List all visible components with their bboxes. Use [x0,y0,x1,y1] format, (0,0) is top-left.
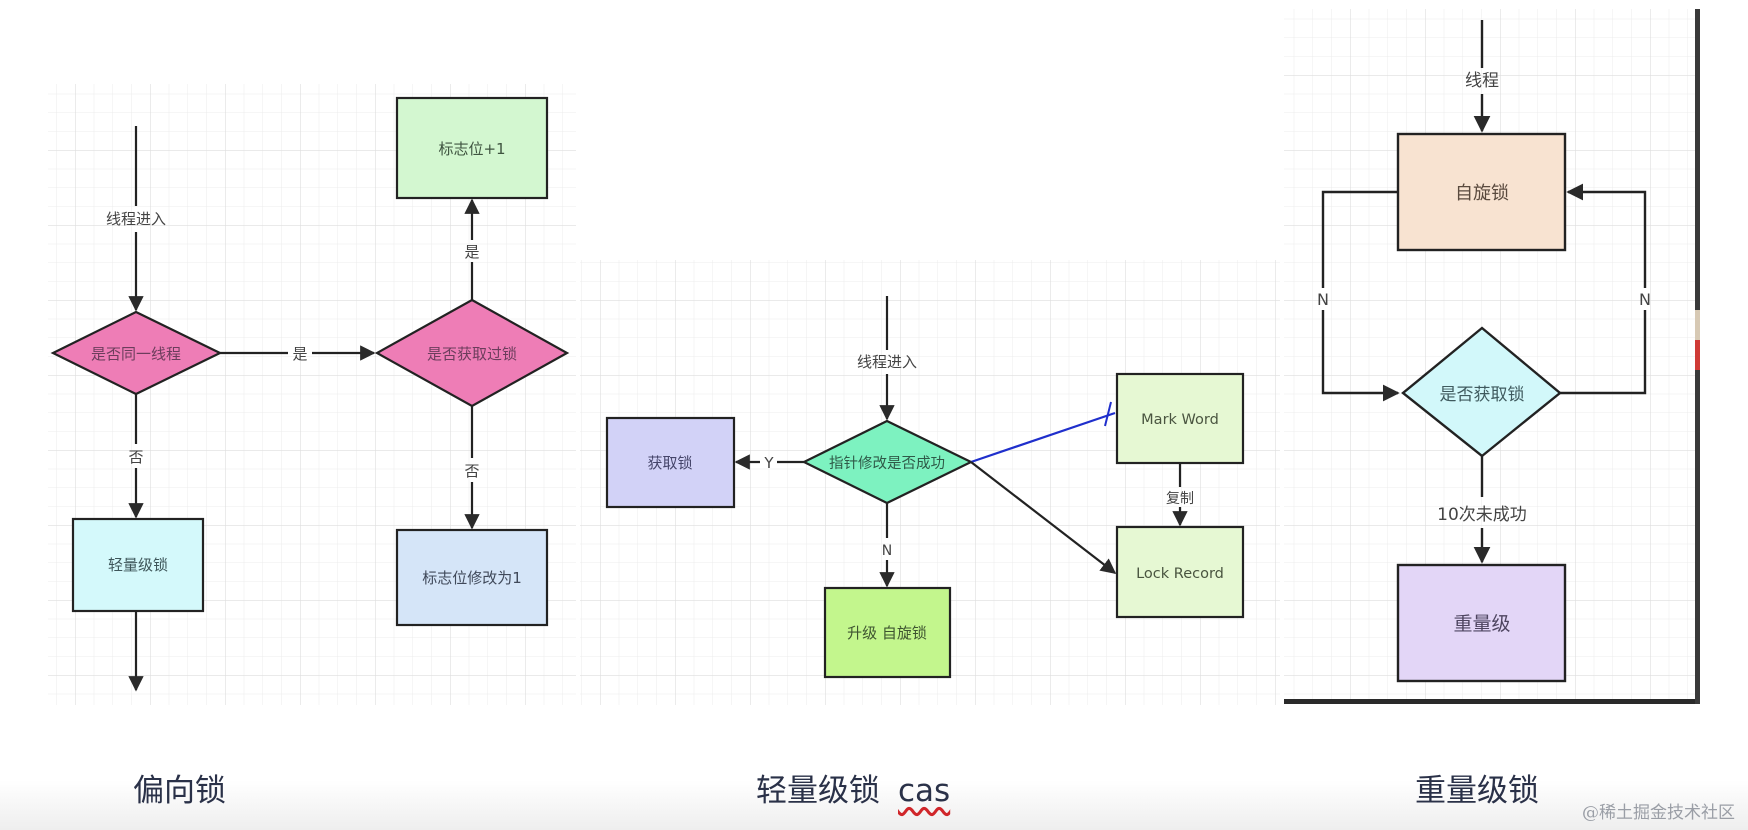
entry-label: 线程进入 [106,210,166,228]
box-flag-set-one[interactable] [395,528,549,627]
decision-cas-success-label: 指针修改是否成功 [829,455,945,472]
edge-label-right-n: N [1639,290,1651,309]
box-mark-word[interactable] [1115,372,1245,465]
box-lock-record[interactable] [1115,525,1245,619]
edge-label-ten-fail: 10次未成功 [1437,505,1527,525]
caption-lightweight-lock: 轻量级锁 cas [756,776,950,807]
dark-frame-bottom [1284,699,1700,704]
decision-acquired-lock-label: 是否获取锁 [1440,385,1525,405]
edge-label-yes: 是 [292,345,307,363]
box-flag-plus-one-label: 标志位+1 [438,140,505,158]
panel-lightweight-lock: 线程进入 指针修改是否成功 Y 获取锁 N 升级 自旋锁 Mark Word 复… [580,260,1280,705]
bottom-fade [0,720,1748,830]
box-lock-record-label: Lock Record [1136,566,1224,582]
edge-blue-mark-word [970,411,1116,464]
frame-accent-beige [1695,310,1700,340]
box-flag-plus-one[interactable] [395,96,549,200]
box-heavyweight-label: 重量级 [1453,613,1510,635]
entry-label: 线程 [1465,71,1499,91]
edge-left-loop-a [1321,190,1398,288]
caption-cas-text: cas [898,773,951,809]
caption-biased-lock: 偏向锁 [133,776,226,807]
edge-right-loop-b [1566,183,1647,288]
watermark: @稀土掘金技术社区 [1582,803,1735,823]
edge-label-n: N [882,543,892,559]
box-spin-lock-label: 自旋锁 [1455,183,1509,204]
caption-lightweight-lock-text: 轻量级锁 [756,773,880,809]
box-heavyweight[interactable] [1396,563,1567,683]
edge-label-y: Y [763,454,774,472]
edge-label-copy: 复制 [1166,490,1194,507]
panel-biased-lock: 线程进入 是否同一线程 是 否 轻量级锁 是否获取过锁 是 标志位+1 否 标志 [48,84,576,705]
box-upgrade-spin-lock-label: 升级 自旋锁 [847,624,927,642]
box-lightweight-lock-label: 轻量级锁 [108,556,168,574]
caption-heavyweight-lock: 重量级锁 [1415,776,1539,807]
box-flag-set-one-label: 标志位修改为1 [422,569,522,587]
box-upgrade-spin-lock[interactable] [823,586,952,679]
panel-heavyweight-lock: 线程 自旋锁 N N 是否获取锁 10次未成功 重量级 [1284,9,1700,704]
decision-same-thread-label: 是否同一线程 [91,345,181,363]
edge-right-loop-a [1560,310,1647,395]
caption-biased-lock-text: 偏向锁 [133,773,226,809]
box-acquire-lock[interactable] [605,416,736,509]
box-lightweight-lock[interactable] [71,517,205,613]
edge-to-lock-record [970,461,1117,574]
box-mark-word-label: Mark Word [1141,412,1219,428]
box-spin-lock[interactable] [1396,132,1567,252]
edge-left-loop-b [1321,310,1400,402]
edge-label-left-n: N [1317,290,1329,309]
entry-label: 线程进入 [857,353,917,371]
edge-label-no-down: 否 [464,462,479,480]
box-acquire-lock-label: 获取锁 [647,454,692,472]
frame-accent-red [1695,340,1700,370]
edge-label-no: 否 [128,448,143,466]
edge-blue-tick [1104,401,1112,427]
decision-acquired-before-label: 是否获取过锁 [427,345,517,363]
caption-heavyweight-lock-text: 重量级锁 [1415,773,1539,809]
edge-label-yes-up: 是 [464,243,479,261]
